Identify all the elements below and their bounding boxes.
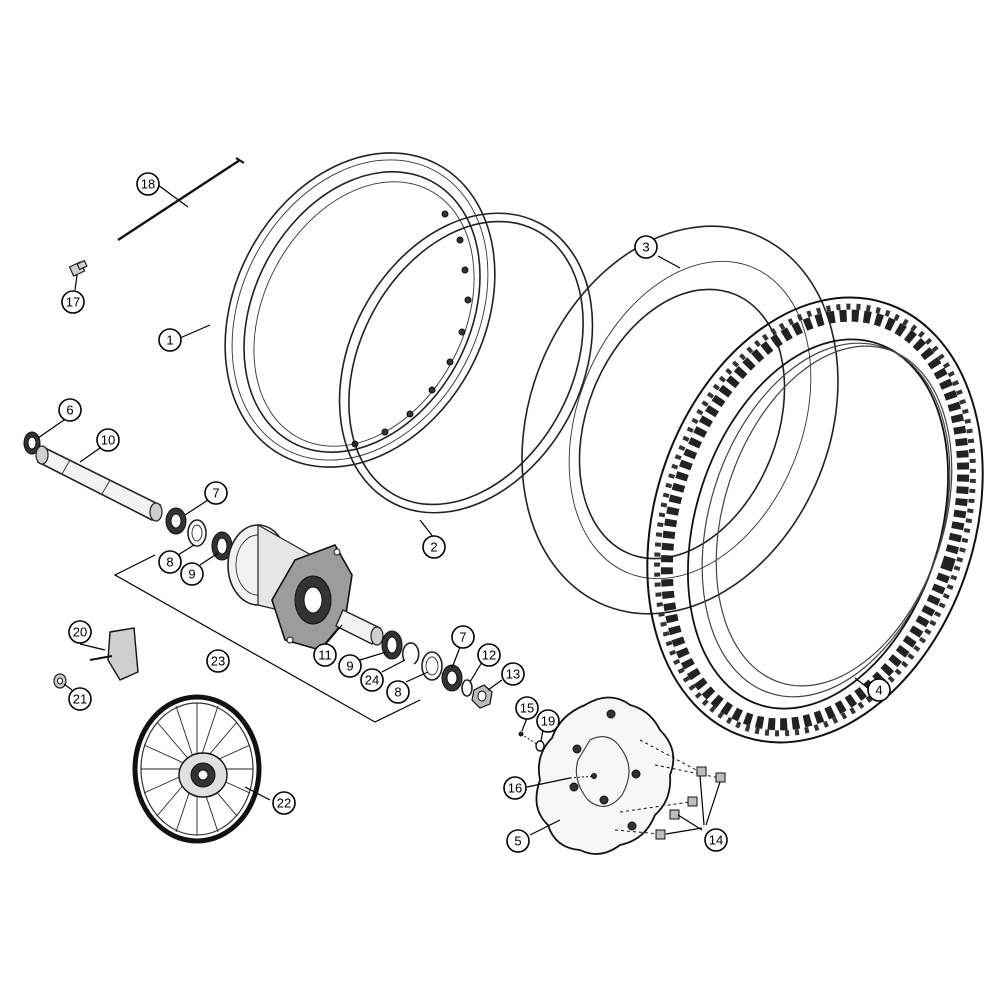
svg-text:8: 8 [166,555,173,570]
svg-text:2: 2 [430,540,437,555]
svg-text:8: 8 [394,685,401,700]
svg-text:21: 21 [73,692,87,707]
callout-10: 10 [96,428,120,452]
nut-13 [471,684,493,709]
callout-4: 4 [867,678,891,702]
callout-13: 13 [501,662,525,686]
svg-text:19: 19 [541,714,555,729]
callout-14: 14 [704,828,728,852]
callout-15: 15 [515,696,539,720]
seal-7a [165,507,187,535]
svg-text:13: 13 [506,667,520,682]
callout-16: 16 [503,776,527,800]
washer-12 [461,679,473,697]
tyre-4 [646,296,984,744]
callout-7a: 7 [204,481,228,505]
svg-text:4: 4 [875,683,882,698]
svg-text:11: 11 [318,648,332,663]
callout-23: 23 [206,649,230,673]
svg-text:16: 16 [508,781,522,796]
svg-text:12: 12 [482,648,496,663]
nipple-17 [68,259,88,277]
callout-5: 5 [506,829,530,853]
leader-lines [37,184,869,836]
svg-text:18: 18 [141,177,155,192]
callout-11: 11 [313,643,337,667]
inner-tube-3 [521,225,839,615]
callout-18: 18 [136,172,160,196]
callout-7b: 7 [451,625,475,649]
callout-12: 12 [477,643,501,667]
svg-text:5: 5 [514,834,521,849]
hub [227,523,353,651]
svg-text:7: 7 [212,486,219,501]
svg-text:7: 7 [459,630,466,645]
callout-9a: 9 [180,562,204,586]
callout-24: 24 [360,668,384,692]
bolts-14 [614,739,726,840]
callout-8a: 8 [158,550,182,574]
bearing-8b [421,651,443,681]
callout-21: 21 [68,687,92,711]
callout-22: 22 [272,791,296,815]
seal-7b [441,664,463,692]
seal-6 [23,431,41,455]
svg-text:22: 22 [277,796,291,811]
bracket-23 [113,554,421,723]
washer-19 [535,740,545,752]
callout-3: 3 [634,235,658,259]
callout-1: 1 [158,328,182,352]
svg-text:14: 14 [709,833,723,848]
circlip-24 [401,642,420,665]
svg-text:10: 10 [101,433,115,448]
svg-text:20: 20 [73,625,87,640]
svg-text:6: 6 [66,403,73,418]
axle-spacer-10 [35,445,163,522]
nut-21 [53,673,67,689]
svg-text:9: 9 [188,567,195,582]
brake-disc-5 [535,696,675,855]
callout-17: 17 [61,290,85,314]
svg-text:9: 9 [346,659,353,674]
callout-9b: 9 [338,654,362,678]
pad-20 [89,627,139,681]
callout-20: 20 [68,620,92,644]
svg-text:15: 15 [520,701,534,716]
svg-text:3: 3 [642,240,649,255]
callout-2: 2 [422,535,446,559]
callout-8b: 8 [386,680,410,704]
bearing-8a [187,519,207,547]
bearing-9b [381,630,403,660]
screw-16 [569,773,597,779]
rim-1 [224,152,496,468]
svg-text:17: 17 [66,295,80,310]
callout-6: 6 [58,398,82,422]
spoke-18 [117,157,245,242]
rim-tape-2 [338,212,594,514]
svg-text:1: 1 [166,333,173,348]
svg-text:24: 24 [365,673,379,688]
spacer-11 [335,609,384,646]
wheel-assembly-22 [132,694,262,844]
callout-19: 19 [536,709,560,733]
bolt-15 [518,731,541,747]
svg-text:23: 23 [211,654,225,669]
